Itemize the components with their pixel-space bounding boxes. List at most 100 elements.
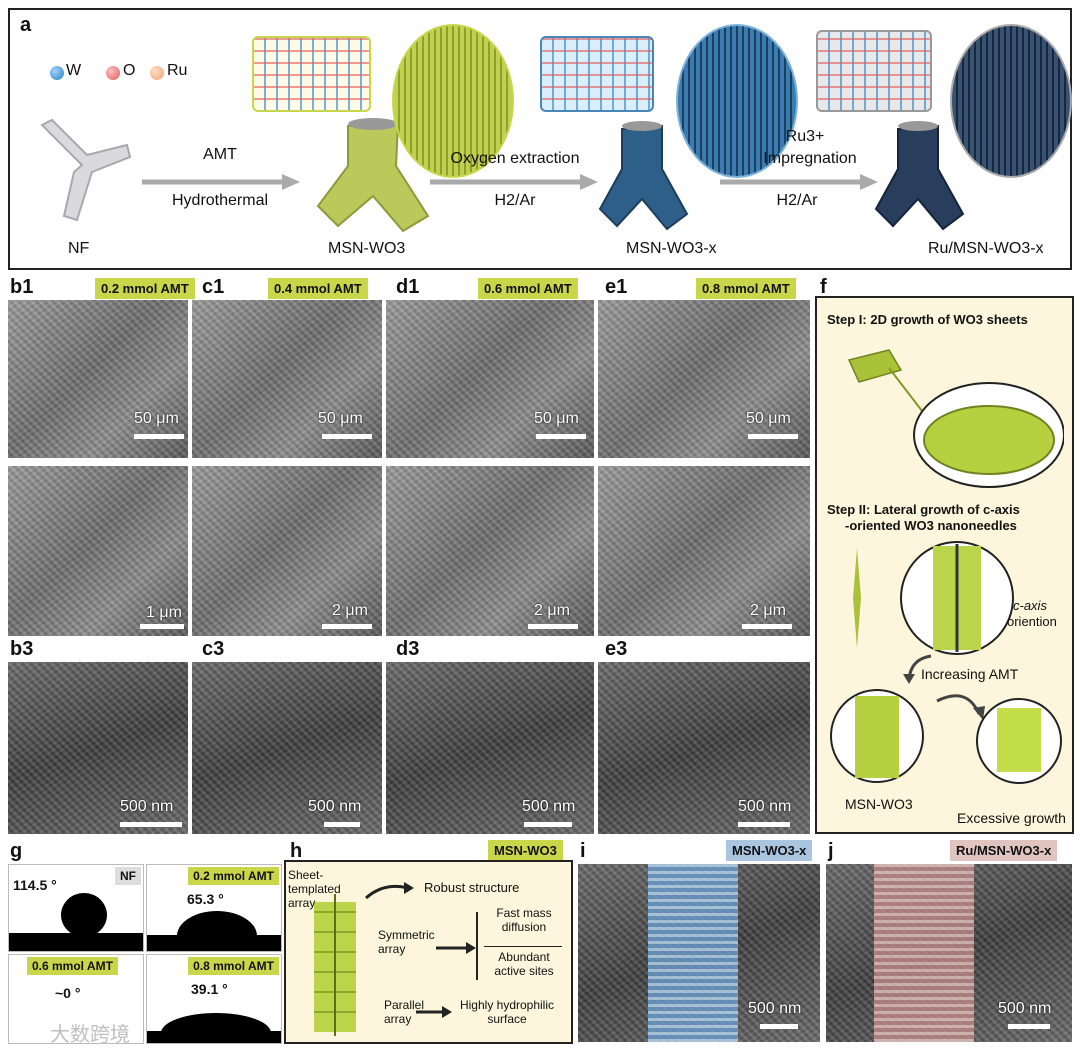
badge-e: 0.8 mmol AMT: [696, 278, 796, 299]
sheet-templated-label: Sheet-templated array: [288, 868, 368, 910]
panel-i-badge: MSN-WO3-x: [726, 840, 812, 861]
arrow2-bottom-label: H2/Ar: [480, 192, 550, 210]
arrow2-top-label: Oxygen extraction: [430, 150, 600, 168]
needle-column-i: [648, 864, 738, 1042]
label-b1: b1: [10, 276, 33, 299]
sem-c2: 2 μm: [192, 466, 382, 636]
scale-e2-label: 2 μm: [750, 602, 786, 620]
step2-title-line2: -oriented WO3 nanoneedles: [845, 518, 1017, 533]
crystal-structure-wo3: [252, 36, 371, 112]
c-axis-label-2: oriention: [1007, 614, 1057, 629]
label-c1: c1: [202, 276, 224, 299]
substrate-08: [147, 1031, 281, 1043]
w-atom-icon: [50, 66, 64, 80]
nanoneedle-zoom-ru: [950, 24, 1072, 178]
contact-06-value: ~0 °: [55, 985, 80, 1001]
scale-i-bar: [760, 1024, 798, 1029]
scale-e1-label: 50 μm: [746, 410, 791, 428]
sem-e2: 2 μm: [598, 466, 810, 636]
wo3-sheet-illustration: [829, 340, 1064, 490]
nf-label: NF: [68, 240, 89, 258]
sem-c3: 500 nm: [192, 662, 382, 834]
needle-column-j: [874, 864, 974, 1042]
contact-02: 0.2 mmol AMT 65.3 °: [146, 864, 282, 952]
scale-e1-bar: [748, 434, 798, 439]
arrow-parallel-icon: [416, 1004, 454, 1020]
panel-a-letter: a: [20, 14, 31, 37]
panel-a: a W O Ru NF AMT Hydrothermal MSN-WO3 Oxy…: [8, 8, 1072, 270]
msn-wo3-f-label: MSN-WO3: [845, 796, 913, 812]
label-d3: d3: [396, 638, 419, 661]
symmetric-label: Symmetric array: [378, 928, 442, 956]
fast-mass-label: Fast mass diffusion: [486, 906, 562, 934]
step1-title: Step I: 2D growth of WO3 sheets: [827, 312, 1028, 327]
scale-e3-bar: [738, 822, 790, 827]
w-atom-label: W: [66, 62, 81, 80]
scale-i-label: 500 nm: [748, 1000, 801, 1018]
contact-08-tag: 0.8 mmol AMT: [188, 957, 279, 975]
crystal-structure-wo3x: [540, 36, 654, 112]
arrow1-top-label: AMT: [180, 146, 260, 164]
msn-wo3x-illustration: [592, 114, 692, 244]
scale-e2-bar: [742, 624, 792, 629]
scale-b2-label: 1 μm: [146, 604, 182, 622]
crystal-structure-ru: [816, 30, 932, 112]
scale-d1-bar: [536, 434, 586, 439]
label-e1: e1: [605, 276, 627, 299]
scale-c3-label: 500 nm: [308, 798, 361, 816]
scale-e3-label: 500 nm: [738, 798, 791, 816]
scale-b3-label: 500 nm: [120, 798, 173, 816]
scale-b3-bar: [120, 822, 182, 827]
scale-d3-label: 500 nm: [522, 798, 575, 816]
label-e3: e3: [605, 638, 627, 661]
contact-02-tag: 0.2 mmol AMT: [188, 867, 279, 885]
scale-b2-bar: [140, 624, 184, 629]
watermark: 大数跨境: [50, 1018, 130, 1047]
panel-g-letter: g: [10, 840, 22, 863]
scale-b1-label: 50 μm: [134, 410, 179, 428]
scale-j-bar: [1008, 1024, 1050, 1029]
sem-i: 500 nm: [578, 864, 820, 1042]
scale-c2-bar: [322, 624, 372, 629]
label-c3: c3: [202, 638, 224, 661]
arrow3-top-label-2: Impregnation: [750, 150, 870, 168]
sem-c1: 50 μm: [192, 300, 382, 458]
bracket-divider: [476, 912, 478, 980]
badge-c: 0.4 mmol AMT: [268, 278, 368, 299]
substrate-02: [147, 935, 281, 951]
contact-02-value: 65.3 °: [187, 891, 224, 907]
nanoneedle-array-illustration: [300, 892, 370, 1038]
sem-d3: 500 nm: [386, 662, 594, 834]
sem-d1: 50 μm: [386, 300, 594, 458]
ru-atom-label: Ru: [167, 62, 187, 80]
arrow2-icon: [430, 172, 600, 192]
atom-legend: W O Ru: [50, 62, 210, 86]
msn-wo3-label: MSN-WO3: [328, 240, 405, 258]
label-d1: d1: [396, 276, 419, 299]
arrow-symmetric-icon: [436, 940, 478, 956]
panel-g: NF 114.5 ° 0.2 mmol AMT 65.3 ° 0.6 mmol …: [8, 864, 280, 1042]
contact-nf-value: 114.5 °: [13, 877, 57, 893]
panel-i-letter: i: [580, 840, 586, 863]
sem-j: 500 nm: [826, 864, 1072, 1042]
arrow3-icon: [720, 172, 880, 192]
panel-h-badge: MSN-WO3: [488, 840, 563, 861]
substrate-nf: [9, 933, 143, 951]
scale-d1-label: 50 μm: [534, 410, 579, 428]
panel-f: Step I: 2D growth of WO3 sheets Step II:…: [815, 296, 1074, 834]
scale-c3-bar: [324, 822, 360, 827]
arrow3-bottom-label: H2/Ar: [762, 192, 832, 210]
arrow-robust-icon: [364, 880, 414, 900]
msn-wo3x-label: MSN-WO3-x: [626, 240, 717, 258]
nanoneedle-illustration: [837, 538, 1017, 658]
increasing-amt-label: Increasing AMT: [921, 666, 1018, 682]
sem-d2: 2 μm: [386, 466, 594, 636]
arrow3-top-label-1: Ru3+: [780, 128, 830, 146]
scale-j-label: 500 nm: [998, 1000, 1051, 1018]
panel-j-badge: Ru/MSN-WO3-x: [950, 840, 1057, 861]
panel-j-letter: j: [828, 840, 834, 863]
contact-nf-tag: NF: [115, 867, 141, 885]
scale-d2-bar: [528, 624, 578, 629]
nf-foam-illustration: [22, 110, 142, 230]
contact-08-value: 39.1 °: [191, 981, 228, 997]
